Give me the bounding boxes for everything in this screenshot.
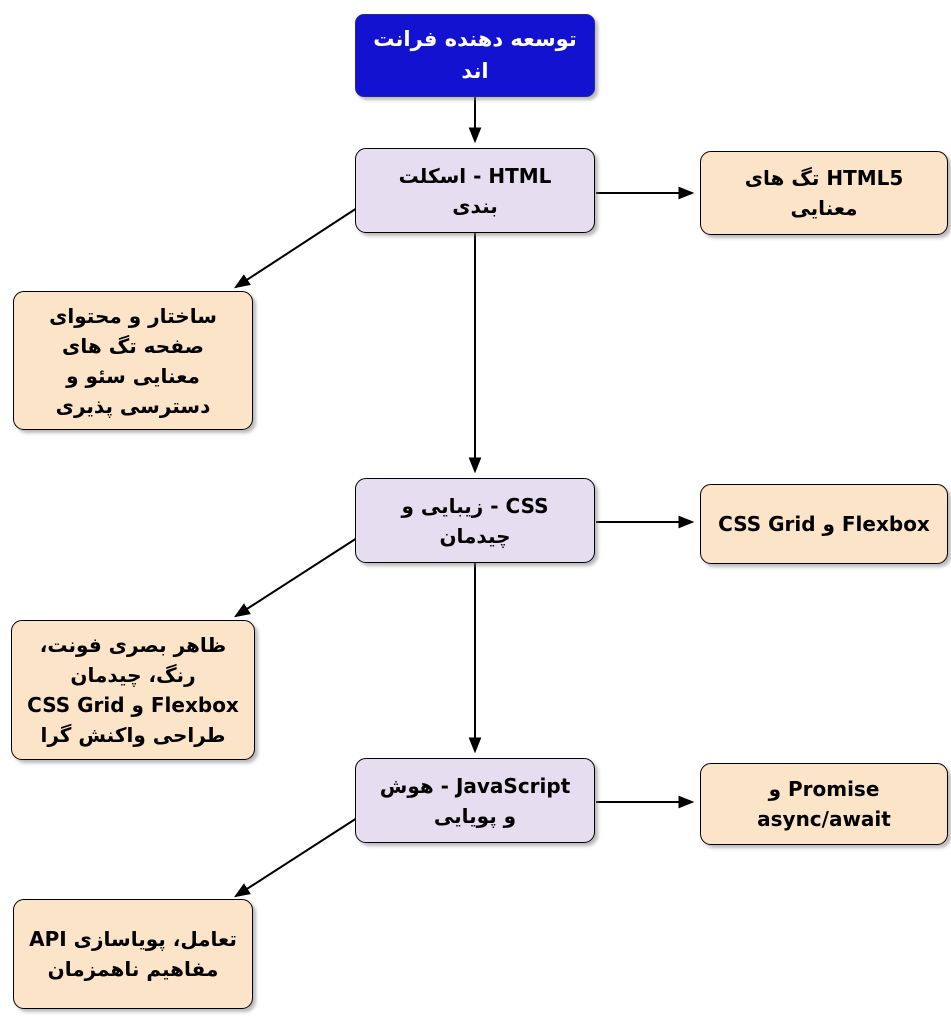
node-html5-semantic-tags-label: HTML5 تگ های معنایی <box>744 166 904 220</box>
node-frontend-developer-label: توسعه دهنده فرانت اند <box>373 27 577 83</box>
node-visual-appearance-label: ظاهر بصری فونت، رنگ، چیدمان Flexbox و CS… <box>27 633 239 747</box>
node-visual-appearance: ظاهر بصری فونت، رنگ، چیدمان Flexbox و CS… <box>11 620 255 760</box>
node-css: CSS - زیبایی و چیدمان <box>355 478 595 563</box>
node-html: HTML - اسکلت بندی <box>355 148 595 233</box>
node-structure-seo-accessibility: ساختار و محتوای صفحه تگ های معنایی سئو و… <box>13 291 253 430</box>
node-flexbox-css-grid-label: Flexbox و CSS Grid <box>718 512 930 536</box>
node-javascript: JavaScript - هوش و پویایی <box>355 758 595 843</box>
node-javascript-label: JavaScript - هوش و پویایی <box>379 773 571 828</box>
node-html5-semantic-tags: HTML5 تگ های معنایی <box>700 151 948 235</box>
arrow-javascript-to-interaction <box>233 817 358 898</box>
node-interaction-api-async-label: تعامل، پویاسازی API مفاهیم ناهمزمان <box>29 927 237 981</box>
node-frontend-developer: توسعه دهنده فرانت اند <box>355 14 595 97</box>
node-css-label: CSS - زیبایی و چیدمان <box>401 493 549 548</box>
arrow-html-to-structure <box>233 207 358 289</box>
arrow-css-to-appearance <box>233 537 358 618</box>
node-structure-seo-accessibility-label: ساختار و محتوای صفحه تگ های معنایی سئو و… <box>49 303 217 418</box>
node-promise-async-await: Promise و async/await <box>700 763 948 845</box>
node-flexbox-css-grid: Flexbox و CSS Grid <box>700 484 948 564</box>
node-promise-async-await-label: Promise و async/await <box>757 777 891 831</box>
node-html-label: HTML - اسکلت بندی <box>398 163 552 218</box>
node-interaction-api-async: تعامل، پویاسازی API مفاهیم ناهمزمان <box>13 899 253 1009</box>
